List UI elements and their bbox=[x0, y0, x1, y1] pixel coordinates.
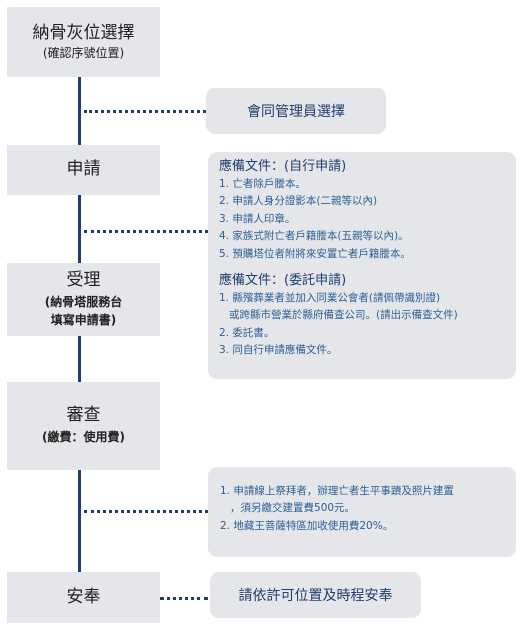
list-item: 1. 縣殯葬業者並加入同業公會者(請佩帶識別證) bbox=[219, 292, 441, 305]
flow-connector-4 bbox=[78, 470, 81, 572]
step-apply: 申請 bbox=[7, 145, 160, 195]
fee-notes-list: 1. 申請線上祭拜者，辦理亡者生平事蹟及照片建置 ，須另繳交建置費500元。 2.… bbox=[220, 483, 506, 535]
flow-connector-1 bbox=[78, 77, 81, 145]
documents-self-heading: 應備文件：(自行申請) bbox=[219, 159, 347, 174]
documents-agent-list: 1. 縣殯葬業者並加入同業公會者(請佩帶識別證) 或跨縣市營業於縣府備查公司。(… bbox=[219, 290, 506, 360]
step-enshrine: 安奉 bbox=[7, 572, 160, 623]
step-review: 審查 (繳費：使用費) bbox=[7, 382, 160, 470]
flow-connector-3 bbox=[78, 336, 81, 382]
step-subtitle: (確認序號位置) bbox=[42, 45, 125, 60]
note-required-documents: 應備文件：(自行申請) 1. 亡者除戶謄本。 2. 申請人身分證影本(二親等以內)… bbox=[208, 152, 516, 379]
list-item: 3. 申請人印章。 bbox=[219, 212, 296, 225]
dotted-connector-2 bbox=[84, 230, 208, 233]
list-item: 2. 委託書。 bbox=[219, 326, 275, 339]
step-subtitle: (繳費：使用費) bbox=[42, 430, 125, 445]
flow-connector-2 bbox=[78, 195, 81, 263]
list-item: 5. 預購塔位者附將來安置亡者戶籍謄本。 bbox=[219, 247, 411, 260]
note-review-fees: 1. 申請線上祭拜者，辦理亡者生平事蹟及照片建置 ，須另繳交建置費500元。 2.… bbox=[208, 467, 516, 557]
list-item: 3. 同自行申請應備文件。 bbox=[219, 344, 338, 357]
note-enshrine-instruction: 請依許可位置及時程安奉 bbox=[210, 572, 421, 618]
list-item: 4. 家族式附亡者戶籍謄本(五親等以內)。 bbox=[219, 230, 409, 243]
dotted-connector-1 bbox=[84, 110, 206, 113]
list-item: ，須另繳交建置費500元。 bbox=[220, 502, 356, 515]
step-title: 受理 bbox=[66, 269, 101, 290]
documents-self-list: 1. 亡者除戶謄本。 2. 申請人身分證影本(二親等以內) 3. 申請人印章。 4. … bbox=[219, 176, 506, 263]
note-text: 會同管理員選擇 bbox=[247, 104, 345, 120]
note-select-with-staff: 會同管理員選擇 bbox=[206, 88, 386, 134]
documents-agent-heading: 應備文件：(委託申請) bbox=[219, 273, 347, 289]
list-item: 或跨縣市營業於縣府備查公司。(請出示備查文件) bbox=[219, 309, 458, 322]
step-select-niche: 納骨灰位選擇 (確認序號位置) bbox=[7, 7, 160, 77]
note-text: 請依許可位置及時程安奉 bbox=[238, 588, 393, 604]
step-subtitle: (納骨塔服務台 填寫申請書) bbox=[44, 295, 123, 327]
list-item: 2. 申請人身分證影本(二親等以內) bbox=[219, 195, 378, 208]
dotted-connector-3 bbox=[84, 510, 208, 513]
step-accept: 受理 (納骨塔服務台 填寫申請書) bbox=[7, 263, 160, 336]
step-title: 審查 bbox=[66, 405, 101, 426]
step-title: 安奉 bbox=[66, 586, 101, 607]
list-item: 2. 地藏王菩薩特區加收使用費20%。 bbox=[220, 519, 394, 532]
step-title: 申請 bbox=[66, 159, 101, 180]
list-item: 1. 亡者除戶謄本。 bbox=[219, 178, 306, 190]
list-item: 1. 申請線上祭拜者，辦理亡者生平事蹟及照片建置 bbox=[220, 485, 454, 497]
step-title: 納骨灰位選擇 bbox=[32, 22, 135, 43]
dotted-connector-4 bbox=[160, 597, 208, 600]
